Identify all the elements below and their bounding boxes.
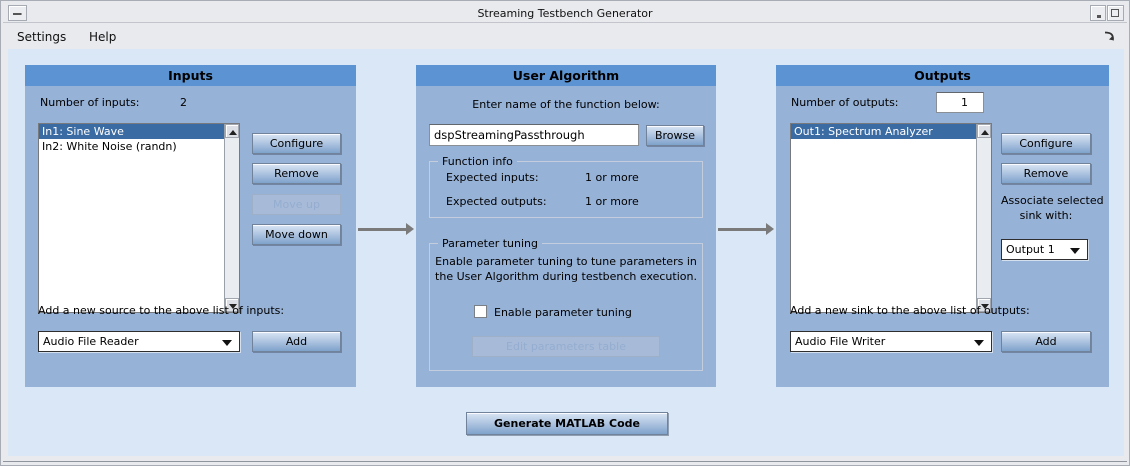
number-of-inputs-label: Number of inputs: — [40, 96, 140, 109]
menu-help[interactable]: Help — [89, 30, 117, 44]
scroll-up-button[interactable] — [977, 124, 991, 138]
triangle-up-icon — [229, 130, 237, 135]
maximize-icon — [1111, 9, 1119, 17]
associate-sink-label-line1: Associate selected — [1001, 194, 1104, 207]
scrollbar-track[interactable] — [977, 138, 991, 298]
chevron-down-icon — [974, 340, 984, 346]
user-algorithm-panel: User Algorithm Enter name of the functio… — [416, 65, 716, 387]
expected-inputs-value: 1 or more — [585, 171, 639, 184]
parameter-tuning-group: Parameter tuning Enable parameter tuning… — [429, 237, 703, 371]
scrollbar-track[interactable] — [225, 138, 239, 298]
add-source-label: Add a new source to the above list of in… — [38, 304, 285, 317]
tuning-description-line1: Enable parameter tuning to tune paramete… — [435, 255, 697, 268]
output-sink-select[interactable]: Audio File Writer — [790, 331, 992, 352]
inputs-configure-button[interactable]: Configure — [252, 133, 341, 154]
content-area: Inputs Number of inputs: 2 In1: Sine Wav… — [8, 49, 1124, 456]
menubar: Settings Help — [3, 24, 1127, 49]
inputs-list-scrollbar[interactable] — [224, 124, 239, 312]
tuning-description-line2: the User Algorithm during testbench exec… — [435, 270, 697, 283]
number-of-inputs-value: 2 — [180, 96, 187, 109]
outputs-panel: Outputs Number of outputs: Out1: Spectru… — [776, 65, 1109, 387]
outputs-panel-title: Outputs — [776, 65, 1109, 86]
maximize-button[interactable] — [1107, 5, 1124, 21]
menu-settings[interactable]: Settings — [17, 30, 67, 44]
window-title: Streaming Testbench Generator — [477, 7, 653, 20]
scroll-down-button[interactable] — [977, 298, 991, 312]
minimize-button[interactable] — [1090, 5, 1106, 21]
list-item[interactable]: Out1: Spectrum Analyzer — [791, 124, 976, 139]
user-algorithm-panel-title: User Algorithm — [416, 65, 716, 86]
inputs-move-up-button[interactable]: Move up — [252, 194, 341, 215]
chevron-down-icon — [222, 340, 232, 346]
enable-parameter-tuning-label: Enable parameter tuning — [494, 306, 632, 319]
edit-parameters-table-button[interactable]: Edit parameters table — [472, 336, 660, 357]
function-info-group: Function info Expected inputs: 1 or more… — [429, 155, 703, 218]
inputs-list-items: In1: Sine Wave In2: White Noise (randn) — [39, 124, 224, 312]
triangle-down-icon — [981, 304, 989, 309]
outputs-remove-button[interactable]: Remove — [1001, 163, 1091, 184]
function-name-input[interactable] — [429, 124, 639, 146]
browse-button[interactable]: Browse — [646, 125, 704, 146]
scroll-down-button[interactable] — [225, 298, 239, 312]
inputs-remove-button[interactable]: Remove — [252, 163, 341, 184]
number-of-outputs-label: Number of outputs: — [791, 96, 899, 109]
outputs-list[interactable]: Out1: Spectrum Analyzer — [790, 123, 992, 313]
function-name-label: Enter name of the function below: — [472, 98, 660, 111]
output-sink-select-value: Audio File Writer — [795, 335, 886, 348]
generate-matlab-code-button[interactable]: Generate MATLAB Code — [466, 412, 668, 435]
titlebar: Streaming Testbench Generator — [3, 3, 1127, 23]
inputs-panel-title: Inputs — [25, 65, 356, 86]
function-info-legend: Function info — [438, 155, 517, 168]
inputs-add-button[interactable]: Add — [252, 331, 341, 352]
scroll-up-button[interactable] — [225, 124, 239, 138]
outputs-add-button[interactable]: Add — [1001, 331, 1091, 352]
input-source-select-value: Audio File Reader — [43, 335, 139, 348]
number-of-outputs-input[interactable] — [936, 92, 984, 113]
input-source-select[interactable]: Audio File Reader — [38, 331, 240, 352]
expected-outputs-value: 1 or more — [585, 195, 639, 208]
parameter-tuning-legend: Parameter tuning — [438, 237, 542, 250]
list-item[interactable]: In1: Sine Wave — [39, 124, 224, 139]
window-menu-button[interactable] — [8, 5, 27, 21]
outputs-list-scrollbar[interactable] — [976, 124, 991, 312]
expected-outputs-label: Expected outputs: — [446, 195, 547, 208]
inputs-panel: Inputs Number of inputs: 2 In1: Sine Wav… — [25, 65, 356, 387]
minimize-icon — [1097, 15, 1101, 18]
triangle-down-icon — [229, 304, 237, 309]
outputs-configure-button[interactable]: Configure — [1001, 133, 1091, 154]
inputs-move-down-button[interactable]: Move down — [252, 224, 341, 245]
enable-parameter-tuning-checkbox[interactable] — [474, 305, 487, 318]
flow-arrow — [358, 223, 414, 235]
outputs-list-items: Out1: Spectrum Analyzer — [791, 124, 976, 312]
chevron-down-icon — [1070, 248, 1080, 254]
dash-icon — [13, 13, 22, 15]
associate-sink-select[interactable]: Output 1 — [1001, 239, 1088, 260]
expected-inputs-label: Expected inputs: — [446, 171, 539, 184]
list-item[interactable]: In2: White Noise (randn) — [42, 140, 177, 153]
triangle-up-icon — [981, 130, 989, 135]
associate-sink-label-line2: sink with: — [1019, 209, 1073, 222]
inputs-list[interactable]: In1: Sine Wave In2: White Noise (randn) — [38, 123, 240, 313]
add-sink-label: Add a new sink to the above list of outp… — [790, 304, 1030, 317]
associate-sink-select-value: Output 1 — [1006, 243, 1055, 256]
dock-arrow-icon[interactable] — [1102, 29, 1117, 44]
flow-arrow — [718, 223, 774, 235]
